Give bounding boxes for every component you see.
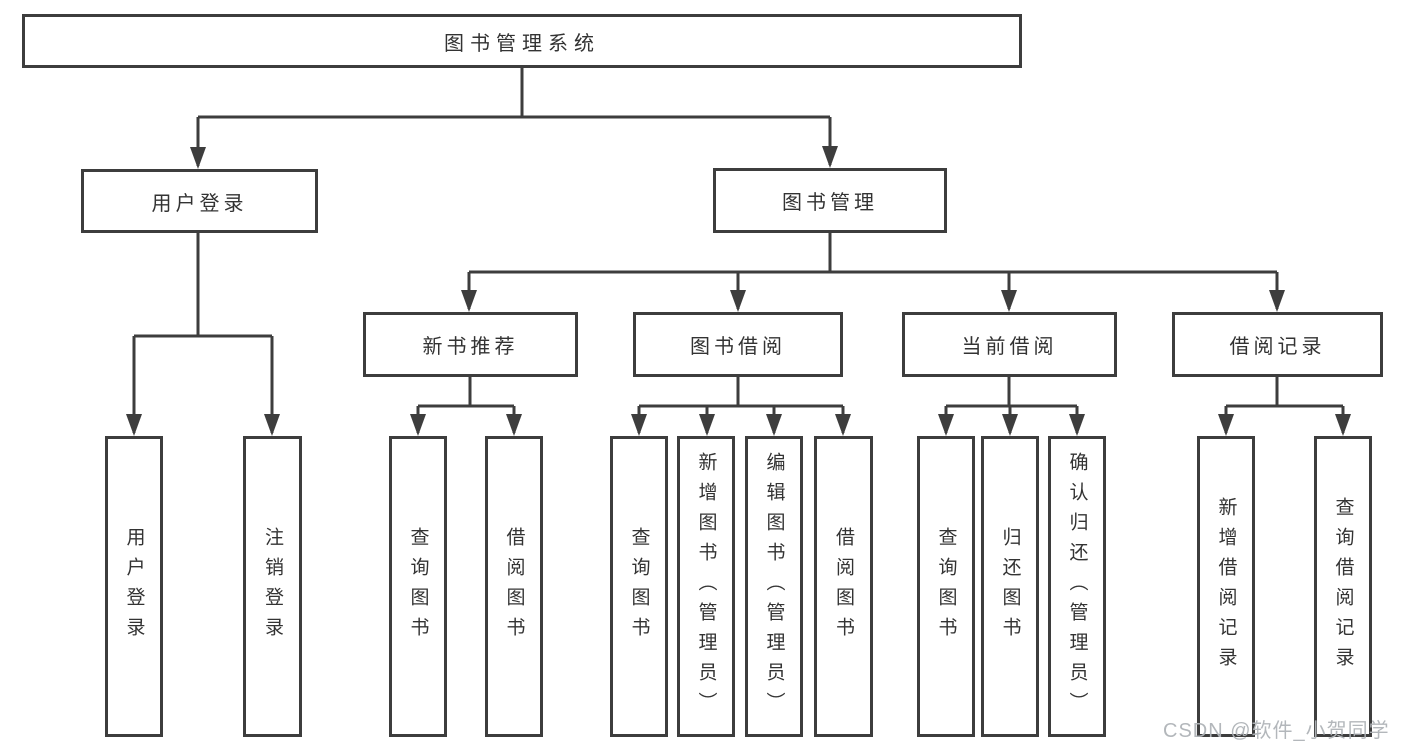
leaf-current-confirm-return-admin-label: 确认归还（管理员）: [1066, 451, 1088, 722]
leaf-recommend-borrow-books: 借阅图书: [485, 436, 543, 737]
node-new-book-recommend-label: 新书推荐: [422, 336, 519, 358]
node-current-borrow-label: 当前借阅: [961, 336, 1058, 358]
leaf-borrow-add-books-admin-label: 新增图书（管理员）: [695, 451, 717, 722]
leaf-records-add-record-label: 新增借阅记录: [1215, 496, 1237, 677]
leaf-borrow-edit-books-admin: 编辑图书（管理员）: [745, 436, 803, 737]
node-book-management: 图书管理: [713, 168, 947, 233]
leaf-borrow-edit-books-admin-label: 编辑图书（管理员）: [763, 451, 785, 722]
connector-borrow-split: [631, 377, 851, 436]
connector-user-split: [126, 232, 280, 436]
connector-root-split: [190, 68, 838, 169]
leaf-current-query-books: 查询图书: [917, 436, 975, 737]
node-book-borrow-label: 图书借阅: [690, 336, 786, 358]
node-book-borrow: 图书借阅: [633, 312, 843, 377]
leaf-recommend-query-books: 查询图书: [389, 436, 447, 737]
leaf-borrow-query-books-label: 查询图书: [628, 526, 650, 647]
node-current-borrow: 当前借阅: [902, 312, 1117, 377]
node-root: 图书管理系统: [22, 14, 1022, 68]
leaf-logout-label: 注销登录: [262, 526, 283, 647]
leaf-current-return-books: 归还图书: [981, 436, 1039, 737]
leaf-records-add-record: 新增借阅记录: [1197, 436, 1255, 737]
leaf-user-login-label: 用户登录: [123, 526, 145, 647]
leaf-borrow-borrow-books: 借阅图书: [814, 436, 873, 737]
leaf-logout: 注销登录: [243, 436, 302, 737]
node-user-login-label: 用户登录: [151, 192, 248, 215]
leaf-borrow-query-books: 查询图书: [610, 436, 668, 737]
leaf-current-return-books-label: 归还图书: [999, 526, 1021, 647]
connector-records-split: [1218, 377, 1351, 436]
leaf-borrow-borrow-books-label: 借阅图书: [833, 526, 854, 647]
node-book-management-label: 图书管理: [782, 192, 878, 214]
leaf-recommend-borrow-books-label: 借阅图书: [503, 526, 525, 647]
connector-management-split: [461, 233, 1285, 312]
node-user-login: 用户登录: [81, 169, 318, 233]
node-root-label: 图书管理系统: [444, 32, 600, 55]
node-borrow-records: 借阅记录: [1172, 312, 1383, 377]
node-new-book-recommend: 新书推荐: [363, 312, 578, 377]
leaf-records-query-record-label: 查询借阅记录: [1332, 496, 1354, 677]
connector-current-split: [938, 377, 1085, 436]
leaf-current-query-books-label: 查询图书: [935, 526, 957, 647]
leaf-current-confirm-return-admin: 确认归还（管理员）: [1048, 436, 1106, 737]
leaf-borrow-add-books-admin: 新增图书（管理员）: [677, 436, 735, 737]
node-borrow-records-label: 借阅记录: [1229, 336, 1326, 358]
connector-recommend-split: [410, 377, 522, 436]
leaf-recommend-query-books-label: 查询图书: [407, 526, 429, 647]
leaf-records-query-record: 查询借阅记录: [1314, 436, 1372, 737]
leaf-user-login: 用户登录: [105, 436, 163, 737]
watermark: CSDN @软件_小贺同学: [1163, 720, 1390, 742]
